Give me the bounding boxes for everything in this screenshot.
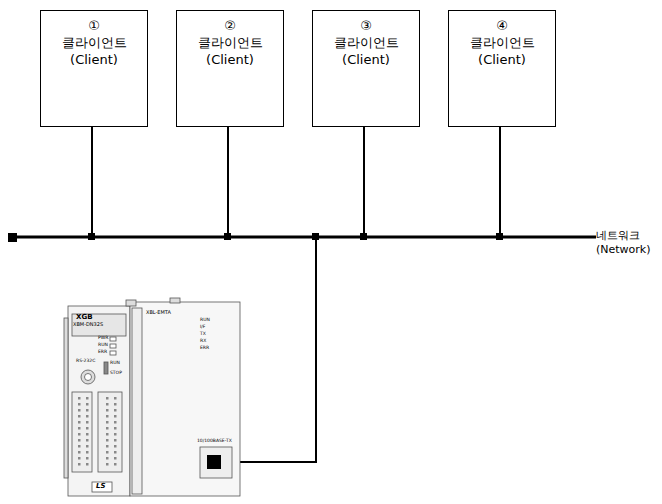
client-label: 클라이언트 (45, 34, 143, 51)
switch-label: RUN (110, 361, 120, 366)
led-label: ERR (98, 350, 107, 355)
brand-logo: LS (96, 483, 106, 490)
client-box: ①클라이언트(Client) (40, 10, 148, 127)
client-label: (Client) (181, 51, 279, 68)
port-label: RS-232C (76, 359, 95, 364)
led-label: TX (200, 332, 206, 337)
switch-label: STOP (110, 371, 122, 376)
led-label: I/F (200, 325, 205, 330)
callout-number: ④ (453, 17, 551, 34)
port-label: 10/100BASE-TX (197, 439, 232, 444)
model-label: XBM-DN32S (73, 322, 103, 327)
plc-illustration (64, 298, 240, 496)
led-label: RUN (200, 318, 210, 323)
client-label: (Client) (45, 51, 143, 68)
client-label: (Client) (317, 51, 415, 68)
led-label: PWR (98, 336, 108, 341)
client-label: 클라이언트 (317, 34, 415, 51)
led-label: RX (200, 339, 206, 344)
ethernet-port (207, 455, 221, 469)
client-box: ③클라이언트(Client) (312, 10, 420, 127)
client-label: 클라이언트 (181, 34, 279, 51)
client-box: ④클라이언트(Client) (448, 10, 556, 127)
bus-terminals (8, 233, 632, 242)
client-box: ②클라이언트(Client) (176, 10, 284, 127)
network-label: 네트워크 (Network) (596, 229, 658, 257)
callout-number: ③ (317, 17, 415, 34)
model-label: XBL-EMTA (146, 310, 171, 315)
callout-number: ① (45, 17, 143, 34)
network-bus (12, 236, 628, 239)
led-label: RUN (98, 343, 108, 348)
callout-number: ② (181, 17, 279, 34)
led-label: ERR (200, 346, 209, 351)
client-label: 클라이언트 (453, 34, 551, 51)
client-label: (Client) (453, 51, 551, 68)
model-label: XGB (76, 314, 92, 321)
